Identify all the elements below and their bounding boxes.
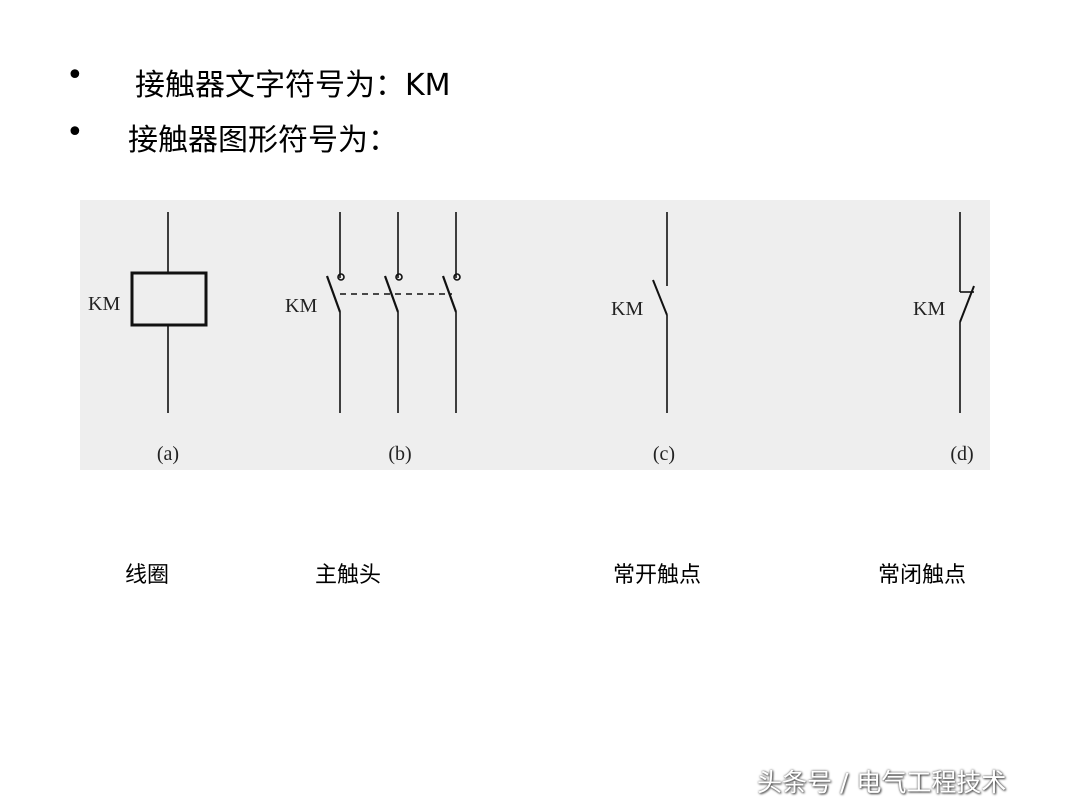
coil-symbol xyxy=(130,212,208,413)
part-label-b: (b) xyxy=(388,443,411,465)
caption-normally-open: 常开触点 xyxy=(613,563,702,588)
bullet-text-graphic: 接触器图形符号为： xyxy=(128,123,398,158)
watermark: 头条号 / 电气工程技术 xyxy=(757,768,1007,797)
main-contacts-km-label: KM xyxy=(285,295,317,317)
caption-normally-closed: 常闭触点 xyxy=(878,563,967,588)
nc-contact-km-label: KM xyxy=(913,298,945,320)
coil-km-label: KM xyxy=(88,293,120,315)
normally-closed-contact-symbol xyxy=(959,212,975,413)
part-label-a: (a) xyxy=(157,443,179,465)
no-contact-km-label: KM xyxy=(611,298,643,320)
bullet-marker: • xyxy=(66,58,84,93)
normally-open-contact-symbol xyxy=(652,212,668,413)
part-label-d: (d) xyxy=(950,443,973,465)
main-contacts-symbol xyxy=(325,212,461,413)
part-label-c: (c) xyxy=(653,443,675,465)
diagram-panel xyxy=(80,200,990,470)
caption-main-contacts: 主触头 xyxy=(315,563,382,588)
bullet-text-symbol: 接触器文字符号为：KM xyxy=(135,68,451,103)
caption-coil: 线圈 xyxy=(125,563,170,588)
bullet-marker: • xyxy=(66,115,84,150)
